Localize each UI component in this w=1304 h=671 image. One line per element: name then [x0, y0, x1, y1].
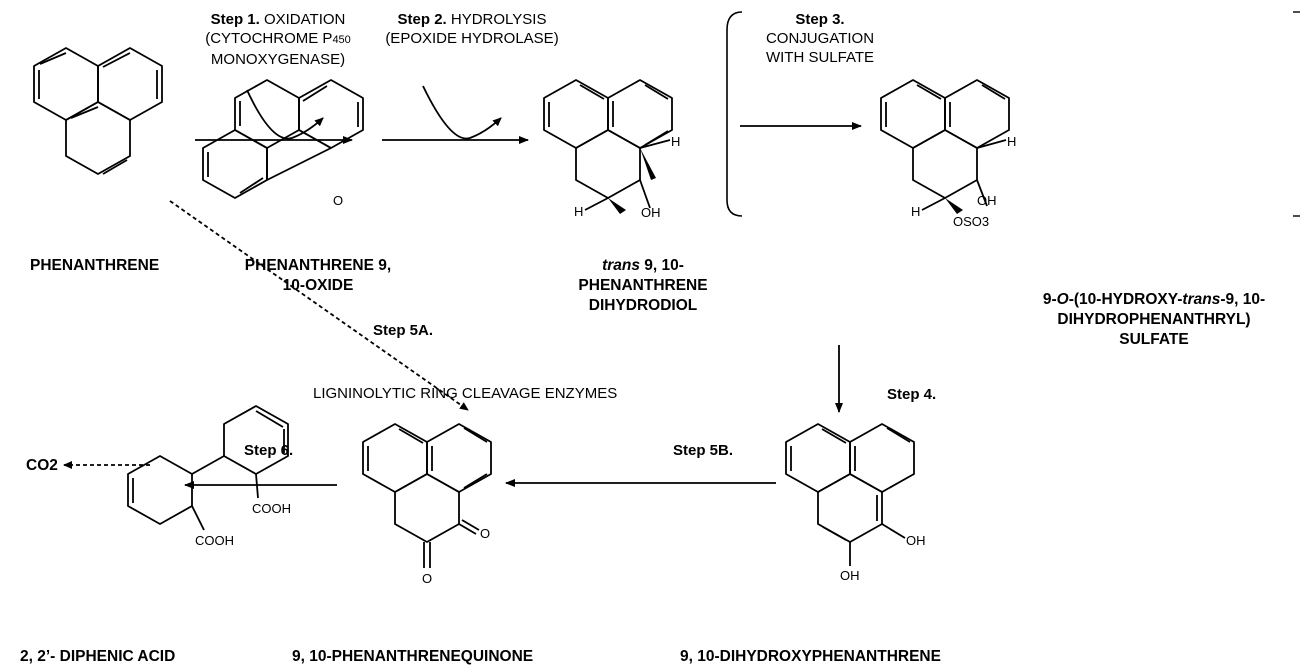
phenanthrene-oxide-structure	[202, 79, 364, 199]
diol-oh: OH	[641, 205, 661, 220]
step1-cosubstrate-arrow	[246, 89, 324, 140]
sulfate-name-o: O	[1056, 291, 1069, 308]
step2-line1: HYDROLYSIS	[450, 11, 547, 28]
phenanthrene-structure	[33, 47, 163, 175]
sulfate-structure	[880, 79, 1010, 211]
dihydroxyphenanthrene-structure	[785, 423, 915, 566]
step2-cosubstrate-arrow	[422, 85, 502, 140]
step1-line1: OXIDATION	[263, 11, 346, 28]
sulfate-name-l1c: -(10-HYDROXY-	[1068, 291, 1183, 308]
step2-line2: (EPOXIDE HYDROLASE)	[385, 30, 559, 47]
step5b-label: Step 5B.	[673, 442, 734, 459]
step3-line2: WITH SULFATE	[765, 49, 875, 66]
sulfate-h-bottom: H	[911, 204, 920, 219]
phenanthrene-name: PHENANTHRENE	[30, 257, 160, 274]
step1-sub: 450	[332, 34, 351, 46]
co2-text: CO2	[26, 457, 58, 474]
diol-name-l3: DIHYDRODIOL	[588, 297, 698, 314]
sulfate-name-trans: trans	[1182, 291, 1221, 308]
diphenic-cooh-upper: COOH	[252, 501, 291, 516]
left-bracket	[726, 11, 743, 217]
diphenic-acid-structure	[127, 405, 289, 531]
step1-line3: MONOXYGENASE)	[210, 51, 346, 68]
enzyme-label: LIGNINOLYTIC RING CLEAVAGE ENZYMES	[313, 385, 618, 402]
sulfate-name-l3: SULFATE	[1119, 331, 1189, 348]
diol-h-bottom: H	[574, 204, 583, 219]
epoxide-oxygen: O	[333, 193, 343, 208]
step3-title: Step 3.	[795, 11, 845, 28]
step2-label: Step 2. HYDROLYSIS (EPOXIDE HYDROLASE)	[382, 10, 562, 48]
step1-title: Step 1.	[210, 11, 260, 28]
quinone-oxygen-bottom: O	[422, 571, 432, 586]
dihydroxy-oh-right: OH	[906, 533, 926, 548]
sulfate-name-l1e: -9, 10-	[1220, 291, 1266, 308]
sulfate-name-l2: DIHYDROPHENANTHRYL)	[1057, 311, 1251, 328]
oxide-name: PHENANTHRENE 9, 10-OXIDE	[233, 256, 403, 296]
oxide-name-l2: 10-OXIDE	[282, 277, 354, 294]
oxide-name-l1: PHENANTHRENE 9,	[244, 257, 392, 274]
phenanthrenequinone-structure	[362, 423, 492, 568]
step1-label: Step 1. OXIDATION (CYTOCHROME P450 MONOX…	[203, 10, 353, 69]
step5a-label: Step 5A.	[373, 322, 434, 339]
dihydrodiol-structure	[543, 79, 673, 211]
step3-label: Step 3. CONJUGATION WITH SULFATE	[755, 10, 885, 67]
sulfate-oh: OH	[977, 193, 997, 208]
sulfate-h-top: H	[1007, 134, 1016, 149]
dihydroxy-name: 9, 10-DIHYDROXYPHENANTHRENE	[680, 648, 941, 665]
diol-h-top: H	[671, 134, 680, 149]
sulfate-name: 9-O-(10-HYDROXY-trans-9, 10- DIHYDROPHEN…	[1004, 290, 1304, 350]
quinone-name: 9, 10-PHENANTHRENEQUINONE	[292, 648, 534, 665]
step3-line1: CONJUGATION	[765, 30, 875, 47]
sulfate-name-l1a: 9-	[1042, 291, 1057, 308]
quinone-oxygen-right: O	[480, 526, 490, 541]
diol-name-l1: 9, 10-	[639, 257, 684, 274]
co2-label: CO2	[26, 456, 58, 475]
dihydroxy-oh-bottom: OH	[840, 568, 860, 583]
diphenic-cooh-lower: COOH	[195, 533, 234, 548]
step4-label: Step 4.	[887, 386, 937, 403]
step6-label: Step 6.	[244, 442, 294, 459]
diphenic-acid-name: 2, 2’- DIPHENIC ACID	[20, 648, 176, 665]
step5a-dashed-arrow	[169, 200, 469, 411]
atom-labels: O H H OH H H OH OSO3 OH OH O O COOH COOH	[195, 134, 1016, 586]
diol-name: trans 9, 10- PHENANTHRENE DIHYDRODIOL	[573, 256, 713, 316]
diol-name-l2: PHENANTHRENE	[578, 277, 708, 294]
step2-title: Step 2.	[397, 11, 447, 28]
sulfate-oso3: OSO3	[953, 214, 989, 229]
diol-name-trans: trans	[602, 257, 640, 274]
step1-line2: (CYTOCHROME P	[205, 30, 333, 47]
